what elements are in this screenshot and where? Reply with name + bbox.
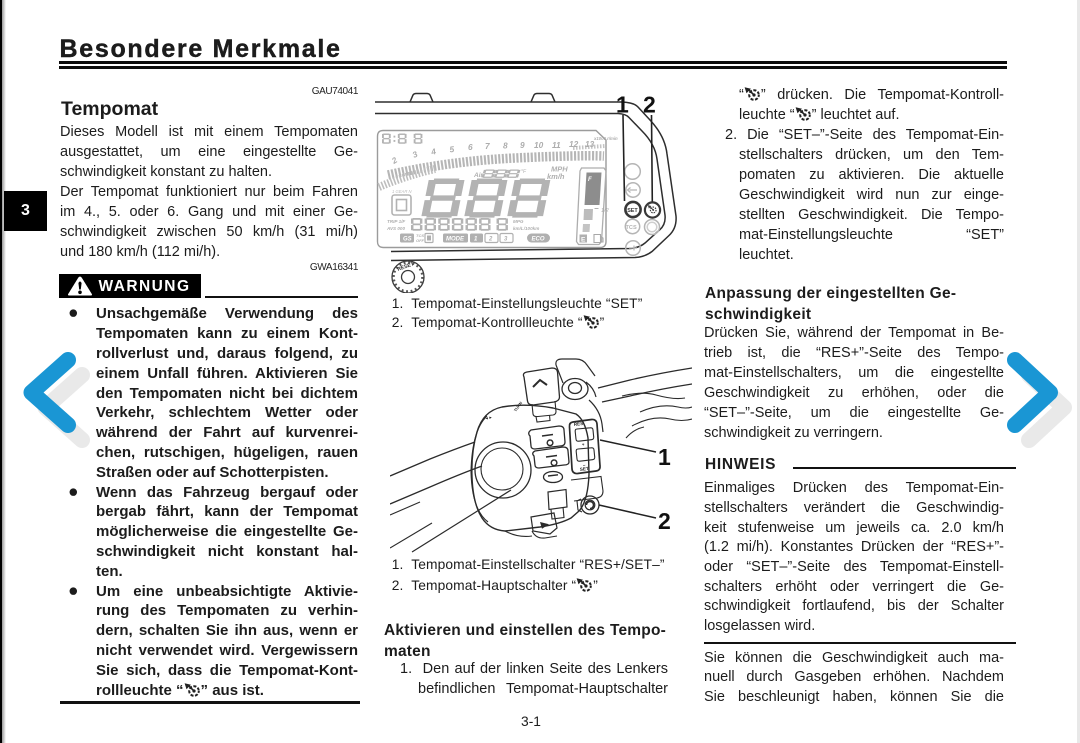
svg-text:AVS 000: AVS 000: [386, 226, 405, 231]
svg-text:9: 9: [520, 140, 525, 150]
svg-text:TCS: TCS: [416, 233, 424, 238]
svg-text:TURN: TURN: [513, 401, 524, 413]
svg-text:km/L/100km: km/L/100km: [513, 226, 539, 231]
svg-text:7: 7: [485, 141, 490, 151]
svg-text:RES: RES: [574, 421, 584, 427]
svg-text:−: −: [583, 463, 587, 468]
svg-text:TRIP 1/F: TRIP 1/F: [387, 219, 405, 224]
svg-text:SET: SET: [580, 466, 590, 472]
svg-text:RESET: RESET: [397, 261, 416, 273]
svg-text:E: E: [581, 237, 586, 244]
svg-text:MPH: MPH: [551, 165, 568, 174]
svg-text:1: 1: [658, 444, 671, 470]
svg-text:Air: Air: [473, 172, 484, 179]
svg-text:1: 1: [474, 237, 478, 243]
svg-text:◄►: ◄►: [484, 414, 493, 421]
svg-text:°F: °F: [521, 169, 527, 175]
svg-text:2: 2: [658, 508, 671, 534]
svg-text:1/2: 1/2: [601, 208, 609, 214]
svg-text:x1000 r/min: x1000 r/min: [593, 136, 618, 141]
svg-text:3: 3: [411, 149, 420, 160]
svg-text:+: +: [582, 442, 586, 447]
svg-text:GS: GS: [403, 237, 412, 243]
svg-text:2: 2: [488, 237, 493, 243]
svg-text:4: 4: [429, 146, 437, 157]
svg-text:13: 13: [585, 139, 595, 149]
svg-text:10: 10: [534, 140, 544, 150]
svg-text:6: 6: [468, 142, 473, 152]
svg-text:F: F: [588, 177, 592, 183]
svg-text:12: 12: [569, 139, 579, 149]
svg-text:2: 2: [389, 155, 399, 167]
svg-text:5: 5: [449, 144, 456, 155]
svg-text:1: 1: [616, 92, 629, 118]
svg-text:SET: SET: [627, 208, 638, 214]
svg-text:OFF: OFF: [416, 238, 425, 243]
svg-text:11: 11: [552, 140, 561, 150]
svg-text:MPG: MPG: [513, 219, 524, 224]
svg-text:2: 2: [643, 92, 656, 118]
svg-text:3: 3: [504, 237, 508, 243]
svg-text:1 GEAR N: 1 GEAR N: [392, 189, 413, 194]
svg-text:MODE: MODE: [446, 237, 465, 243]
svg-text:ECO: ECO: [532, 237, 545, 243]
svg-text:km/h: km/h: [547, 172, 565, 181]
svg-text:8: 8: [503, 140, 508, 150]
svg-text:TCS: TCS: [626, 225, 637, 231]
